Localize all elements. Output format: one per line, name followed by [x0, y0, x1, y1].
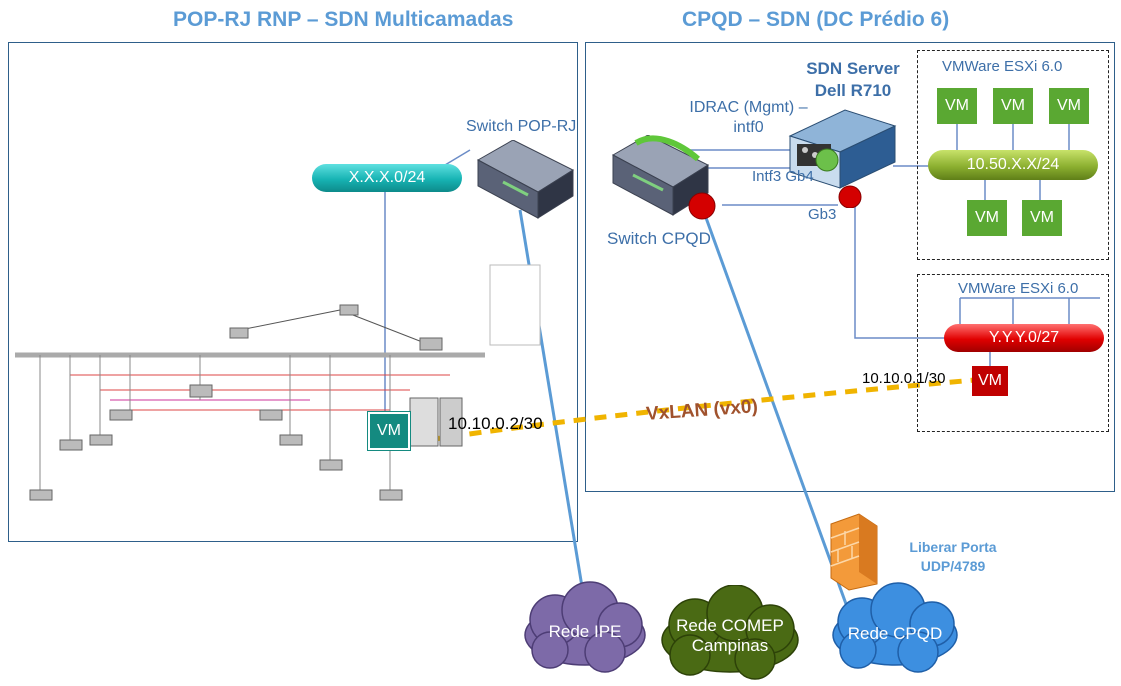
rede-cpqd-cloud-icon [832, 582, 958, 673]
pop-rj-vm: VM [368, 412, 410, 450]
esxi-top-subnet-label: 10.50.X.X/24 [966, 156, 1060, 173]
esxi-top-vm-4: VM [967, 200, 1007, 236]
esxi-top-vm-1: VM [937, 88, 977, 124]
cpqd-to-cloud-link [703, 214, 852, 616]
pop-rj-switch-icon [476, 140, 575, 219]
gb3-label: Gb3 [808, 206, 837, 223]
esxi-bottom-subnet-label: Y.Y.Y.0/27 [988, 329, 1060, 346]
right-section-title: CPQD – SDN (DC Prédio 6) [682, 8, 950, 31]
firewall-icon [830, 513, 878, 591]
idrac-label: IDRAC (Mgmt) – intf0 [686, 98, 811, 138]
pop-rj-switch-label: Switch POP-RJ [466, 118, 577, 135]
esxi-top-title: VMWare ESXi 6.0 [942, 58, 1063, 75]
esxi-bottom-box [917, 274, 1109, 432]
esxi-top-vm-5: VM [1022, 200, 1062, 236]
cpqd-switch-icon [611, 135, 716, 220]
firewall-label-line2: UDP/4789 [920, 558, 986, 574]
pop-rj-vm-ip: 10.10.0.2/30 [448, 414, 543, 433]
gb3-to-bottom-pipe [854, 205, 945, 339]
rede-cpqd-label: Rede CPQD [847, 624, 943, 643]
left-section-frame [8, 42, 578, 542]
cpqd-switch-label: Switch CPQD [607, 229, 711, 248]
esxi-top-vm-3: VM [1049, 88, 1089, 124]
sdn-server-label-line1: SDN Server [806, 59, 900, 78]
esxi-bottom-vm: VM [972, 366, 1008, 396]
rede-comep-label: Rede COMEP Campinas [665, 616, 795, 656]
sdn-server-icon [788, 109, 897, 208]
esxi-bottom-vm-ip: 10.10.0.1/30 [862, 370, 946, 387]
intf3-label: Intf3 Gb4 [752, 168, 814, 185]
esxi-bottom-title: VMWare ESXi 6.0 [958, 280, 1079, 297]
rede-comep-cloud-icon [661, 585, 799, 680]
rede-comep-label-line1: Rede COMEP [676, 616, 784, 635]
left-section-title: POP-RJ RNP – SDN Multicamadas [173, 8, 514, 31]
esxi-bottom-subnet-pipe: Y.Y.Y.0/27 [944, 324, 1104, 352]
rede-ipe-cloud-icon [524, 581, 646, 673]
pop-rj-topology-sketch [15, 264, 541, 501]
vxlan-tunnel [427, 377, 976, 443]
sdn-server-label-line2: Dell R710 [814, 81, 892, 100]
pop-rj-subnet-label: X.X.X.0/24 [348, 169, 426, 186]
rede-comep-label-line2: Campinas [691, 636, 769, 655]
esxi-top-box [917, 50, 1109, 260]
idrac-label-line2: intf0 [733, 119, 764, 136]
esxi-top-subnet-pipe: 10.50.X.X/24 [928, 150, 1098, 180]
idrac-label-line1: IDRAC (Mgmt) – [689, 99, 808, 116]
esxi-top-vm-2: VM [993, 88, 1033, 124]
rede-ipe-label: Rede IPE [548, 622, 622, 641]
firewall-label-line1: Liberar Porta [909, 539, 997, 555]
pop-rj-subnet-pipe: X.X.X.0/24 [312, 164, 462, 192]
sdn-server-label: SDN Server Dell R710 [798, 58, 908, 102]
firewall-label: Liberar Porta UDP/4789 [898, 538, 1008, 576]
